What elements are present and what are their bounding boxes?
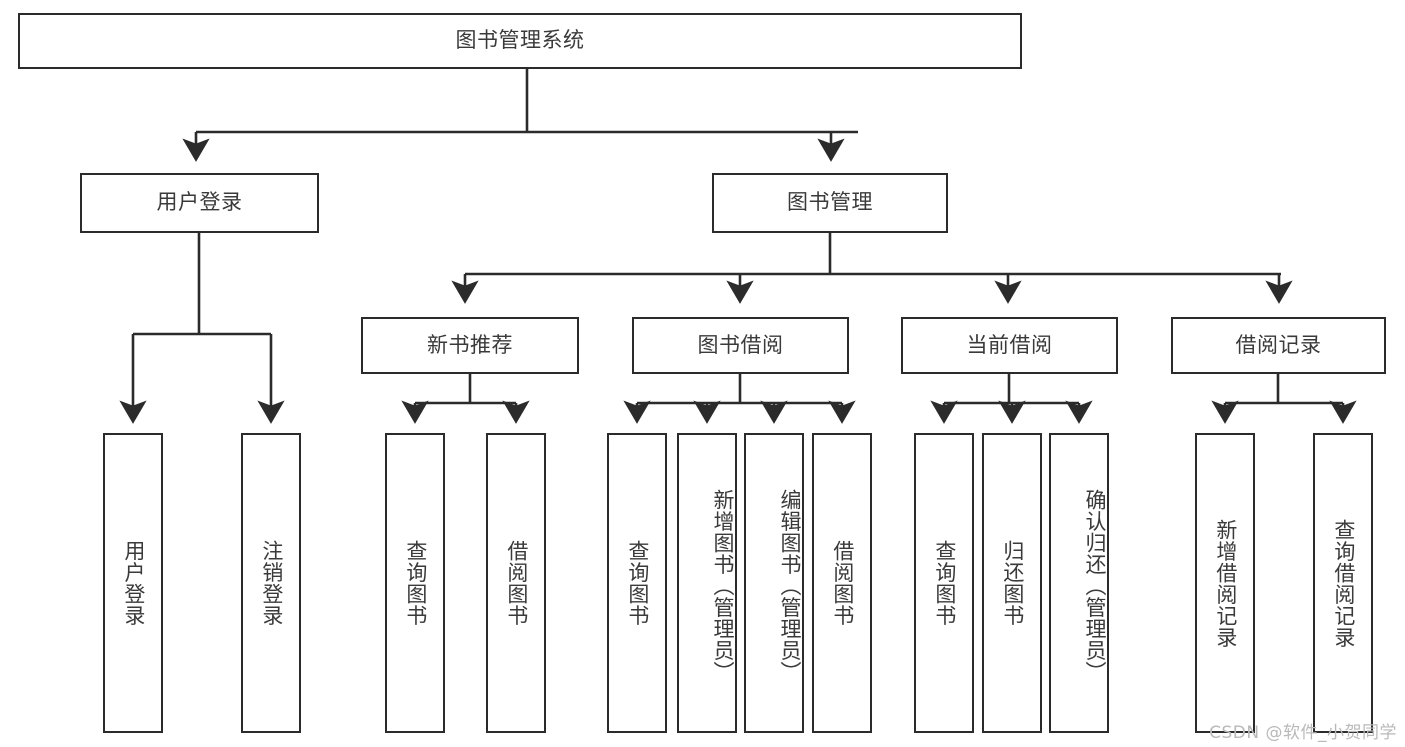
node-leaf-query-book-3[interactable]: 查询图书 bbox=[914, 433, 974, 733]
node-book-borrow[interactable]: 图书借阅 bbox=[632, 317, 849, 374]
node-leaf-user-logout[interactable]: 注销登录 bbox=[241, 433, 301, 733]
node-leaf-user-login[interactable]: 用户登录 bbox=[103, 433, 163, 733]
node-current-borrow[interactable]: 当前借阅 bbox=[901, 317, 1118, 374]
node-leaf-add-book[interactable]: 新增图书（管理员） bbox=[677, 433, 737, 733]
node-leaf-edit-book[interactable]: 编辑图书（管理员） bbox=[744, 433, 804, 733]
node-root-system[interactable]: 图书管理系统 bbox=[18, 13, 1022, 69]
node-leaf-query-book-1[interactable]: 查询图书 bbox=[385, 433, 445, 733]
node-leaf-borrow-book-2[interactable]: 借阅图书 bbox=[812, 433, 872, 733]
node-user-login[interactable]: 用户登录 bbox=[80, 173, 319, 233]
node-borrow-record[interactable]: 借阅记录 bbox=[1171, 317, 1386, 374]
node-leaf-query-record[interactable]: 查询借阅记录 bbox=[1313, 433, 1373, 733]
csdn-watermark: CSDN @软件_小贺同学 bbox=[1209, 723, 1397, 743]
node-leaf-confirm-return[interactable]: 确认归还（管理员） bbox=[1049, 433, 1109, 733]
node-leaf-return-book[interactable]: 归还图书 bbox=[982, 433, 1042, 733]
node-book-management[interactable]: 图书管理 bbox=[712, 173, 948, 233]
node-new-book-recommend[interactable]: 新书推荐 bbox=[361, 317, 579, 374]
node-leaf-borrow-book-1[interactable]: 借阅图书 bbox=[486, 433, 546, 733]
node-leaf-query-book-2[interactable]: 查询图书 bbox=[607, 433, 667, 733]
node-leaf-add-record[interactable]: 新增借阅记录 bbox=[1195, 433, 1255, 733]
